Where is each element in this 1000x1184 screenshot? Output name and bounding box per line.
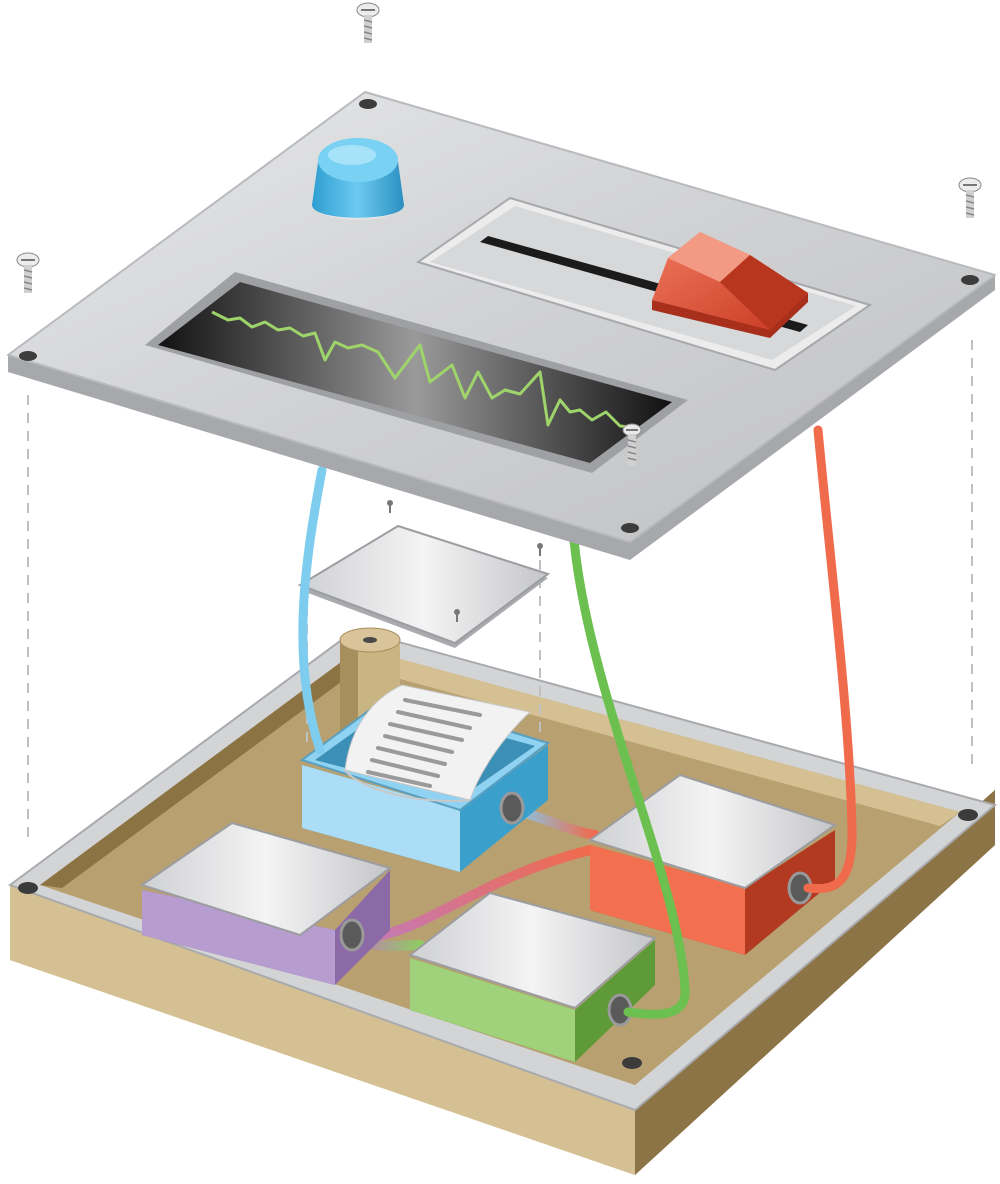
base-right-wall xyxy=(635,790,995,1175)
connector-icon xyxy=(499,791,525,825)
connector-icon xyxy=(339,918,365,952)
screw-icon xyxy=(16,252,40,293)
wire-green xyxy=(569,535,690,1019)
wire-blue xyxy=(298,465,327,755)
base-screw-holes xyxy=(18,809,978,1069)
paper-roll-icon xyxy=(344,684,532,802)
base-inner-back-left xyxy=(40,648,360,888)
green-module xyxy=(407,891,658,1062)
panel-wires xyxy=(298,425,857,1019)
panel-screw-holes xyxy=(19,99,979,533)
loose-screws xyxy=(16,2,982,293)
waveform-icon xyxy=(211,310,641,430)
wire-red xyxy=(803,425,857,894)
control-knob[interactable] xyxy=(312,138,404,220)
purple-module xyxy=(139,821,393,985)
printer-module xyxy=(299,684,551,872)
slider[interactable] xyxy=(415,196,873,372)
slider-knob-icon[interactable] xyxy=(652,232,808,338)
base-left-wall xyxy=(10,885,635,1175)
screw-icon xyxy=(622,423,642,466)
display-screen xyxy=(145,272,688,473)
enclosure-base xyxy=(7,627,998,1175)
screw-icon xyxy=(958,177,982,218)
corner-post xyxy=(339,627,401,735)
top-panel xyxy=(7,91,996,560)
screw-icon xyxy=(356,2,380,43)
inner-cover-plate xyxy=(297,500,551,648)
base-inner-back-right xyxy=(360,648,960,826)
